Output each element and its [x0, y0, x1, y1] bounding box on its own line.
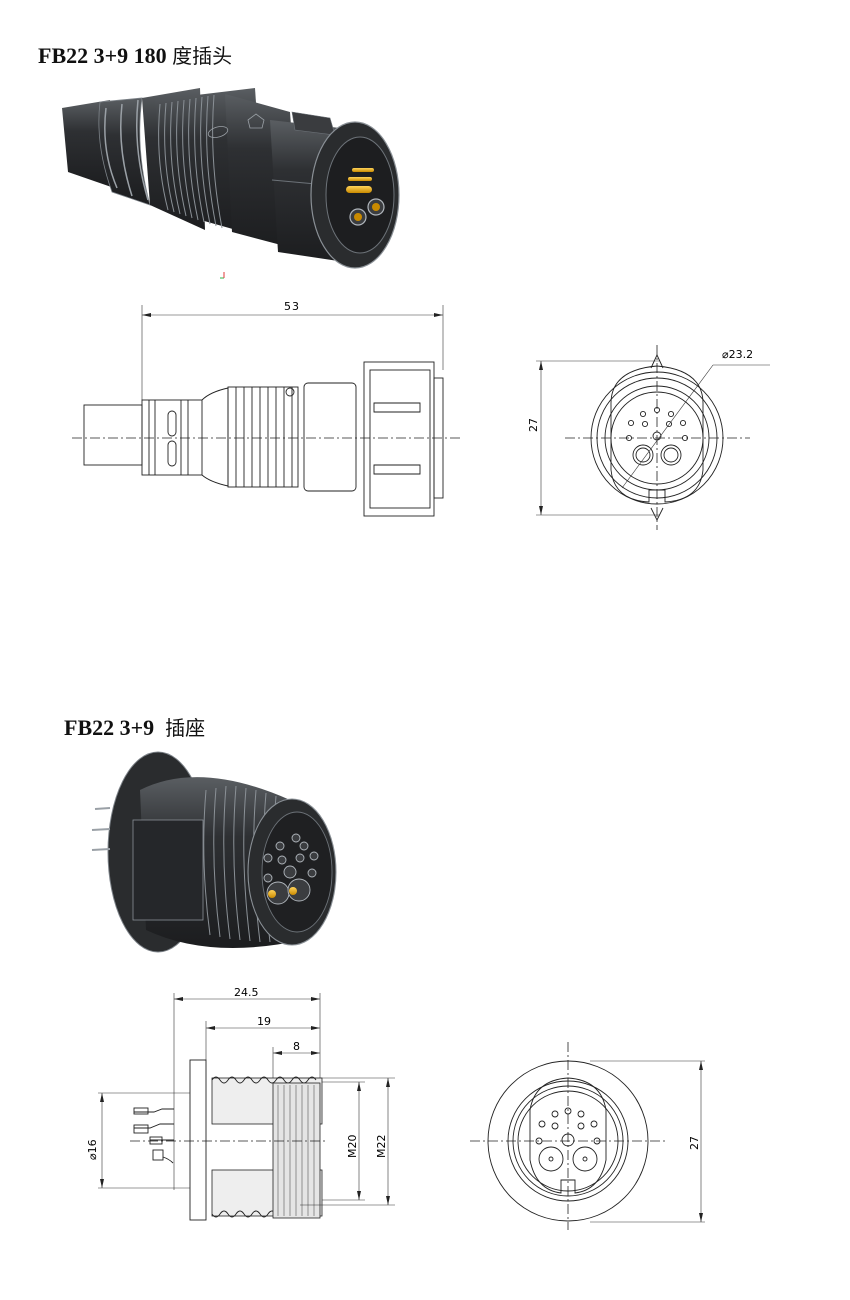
socket-front-thread-label: 8 [293, 1040, 300, 1053]
socket-thread-length-dimension: 19 [257, 1015, 271, 1028]
socket-title-cn: 插座 [165, 716, 206, 740]
plug-title: FB22 3+9 180 度插头 [38, 40, 232, 69]
plug-diameter-label: ⌀23.2 [722, 348, 754, 361]
plug-length-label: 53 [284, 300, 300, 313]
socket-overall-length-dimension: 24.5 [234, 986, 259, 999]
plug-diameter-dimension: ⌀23.2 [722, 348, 753, 361]
socket-overall-length-label: 24.5 [234, 986, 259, 999]
plug-length-dimension: 53 [284, 300, 300, 313]
socket-thread-length-label: 19 [257, 1015, 271, 1028]
plug-title-model: FB22 3+9 180 [38, 43, 173, 68]
socket-title-model: FB22 3+9 [64, 715, 166, 740]
socket-height-label: 27 [688, 1136, 701, 1150]
socket-front-thread-dimension: 8 [293, 1040, 300, 1053]
plug-title-cn: 度插头 [172, 44, 233, 68]
socket-title: FB22 3+9 插座 [64, 712, 205, 741]
socket-height-dimension: 27 [688, 1136, 701, 1150]
